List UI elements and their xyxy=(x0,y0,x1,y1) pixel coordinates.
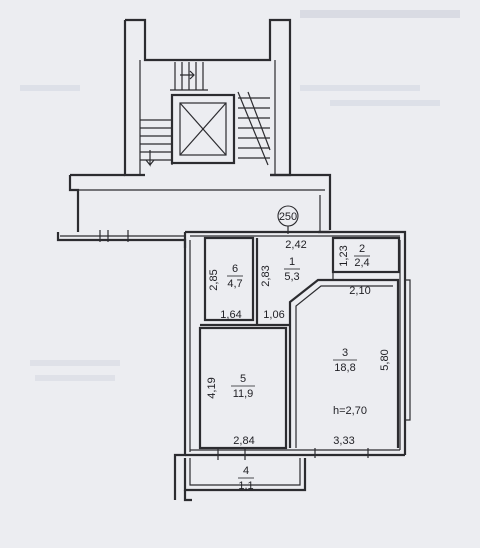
room-4-number: 4 xyxy=(243,465,249,477)
dim-2-10: 2,10 xyxy=(349,285,370,297)
ceiling-height: h=2,70 xyxy=(333,405,367,417)
apartment-marker: 250 xyxy=(277,205,299,234)
apartment-walls xyxy=(173,230,411,500)
stair-elevator-core xyxy=(123,18,292,177)
partitions xyxy=(198,236,401,450)
dim-4-19: 4,19 xyxy=(206,377,218,398)
room-1-number: 1 xyxy=(289,256,295,268)
dim-2-85: 2,85 xyxy=(208,269,220,290)
dim-1-23: 1,23 xyxy=(338,245,350,266)
dim-1-64: 1,64 xyxy=(220,309,241,321)
stair-treads-left xyxy=(140,115,173,167)
stair-treads-top xyxy=(170,62,208,91)
room-2-number: 2 xyxy=(359,243,365,255)
dimension-labels: 2,42 2,85 2,83 1,23 2,10 1,64 1,06 5,80 … xyxy=(206,239,391,447)
dim-2-83: 2,83 xyxy=(260,265,272,286)
marker-label: 250 xyxy=(279,211,297,223)
room-6-area: 4,7 xyxy=(227,278,242,290)
room-3-area: 18,8 xyxy=(334,362,355,374)
dim-2-42: 2,42 xyxy=(285,239,306,251)
dim-5-80: 5,80 xyxy=(379,349,391,370)
room-5-number: 5 xyxy=(240,373,246,385)
room-2-area: 2,4 xyxy=(354,257,369,269)
stair-treads-right xyxy=(237,91,271,166)
room-labels: 6 4,7 1 5,3 2 2,4 3 18,8 5 11,9 4 1,1 xyxy=(227,243,370,492)
background-marks xyxy=(20,10,460,381)
dim-3-33: 3,33 xyxy=(333,435,354,447)
room-3-number: 3 xyxy=(342,347,348,359)
elevator-icon xyxy=(170,93,236,165)
room-1-area: 5,3 xyxy=(284,271,299,283)
dim-2-84: 2,84 xyxy=(233,435,254,447)
dim-1-06: 1,06 xyxy=(263,309,284,321)
room-6-number: 6 xyxy=(232,263,238,275)
room-4-area: 1,1 xyxy=(238,480,253,492)
room-5-area: 11,9 xyxy=(233,388,254,400)
balcony xyxy=(183,458,307,502)
